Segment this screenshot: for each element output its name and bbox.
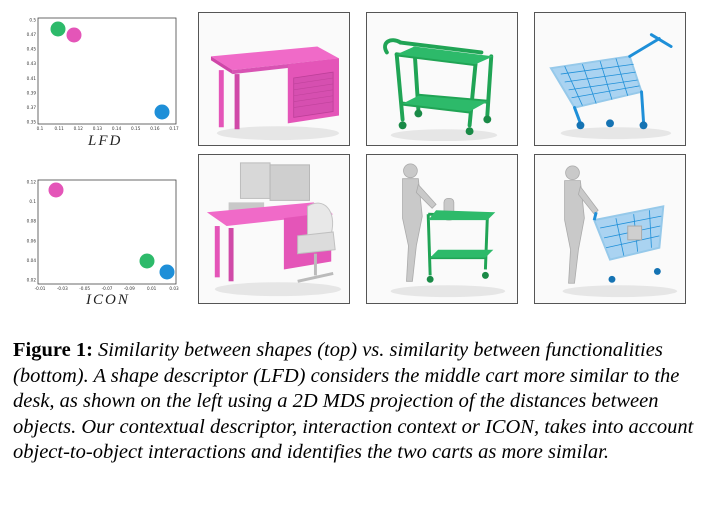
lfd-y-tick-label: 0.47 bbox=[27, 32, 37, 37]
lfd-x-tick-label: 0.1 bbox=[37, 126, 44, 131]
icon-point-shopping-cart bbox=[159, 264, 175, 280]
lfd-point-shopping-cart bbox=[154, 104, 170, 120]
lfd-x-tick-label: 0.13 bbox=[93, 126, 103, 131]
figure-caption: Figure 1: Similarity between shapes (top… bbox=[13, 338, 707, 466]
icon-y-tick-label: 0.08 bbox=[27, 219, 37, 224]
icon-x-tick-label: -0.01 bbox=[35, 286, 46, 291]
icon-y-tick-label: 0.06 bbox=[27, 238, 37, 243]
lfd-y-tick-labels: 0.5 0.47 0.45 0.43 0.41 0.39 0.37 0.35 bbox=[27, 18, 37, 125]
lfd-plot-label: LFD bbox=[88, 133, 123, 149]
icon-x-tick-label: 0.03 bbox=[169, 286, 179, 291]
image-desk-with-context bbox=[198, 154, 350, 304]
lfd-x-tick-label: 0.16 bbox=[150, 126, 160, 131]
icon-point-green-cart bbox=[139, 253, 155, 269]
lfd-y-tick-label: 0.45 bbox=[27, 47, 37, 52]
lfd-y-tick-label: 0.35 bbox=[27, 120, 37, 125]
lfd-y-tick-label: 0.41 bbox=[27, 76, 37, 81]
lfd-y-tick-label: 0.5 bbox=[29, 18, 36, 23]
lfd-y-tick-label: 0.43 bbox=[27, 61, 37, 66]
icon-y-tick-label: 0.12 bbox=[27, 180, 37, 185]
caption-body: Similarity between shapes (top) vs. simi… bbox=[13, 339, 694, 464]
lfd-x-tick-label: 0.12 bbox=[74, 126, 84, 131]
icon-x-tick-labels: -0.01 -0.03 -0.05 -0.07 -0.09 0.01 0.03 bbox=[35, 286, 179, 291]
lfd-x-tick-label: 0.14 bbox=[112, 126, 122, 131]
image-pink-desk bbox=[198, 12, 350, 146]
image-person-pushing-green-cart bbox=[366, 154, 518, 304]
icon-y-tick-label: 0.1 bbox=[29, 199, 36, 204]
lfd-x-tick-label: 0.11 bbox=[54, 126, 64, 131]
lfd-y-tick-label: 0.39 bbox=[27, 90, 37, 95]
lfd-point-desk bbox=[66, 27, 82, 43]
caption-title: Figure 1: bbox=[13, 339, 93, 361]
lfd-y-tick-label: 0.37 bbox=[27, 105, 37, 110]
image-person-pushing-shopping-cart bbox=[534, 154, 686, 304]
image-blue-shopping-cart bbox=[534, 12, 686, 146]
lfd-x-tick-label: 0.17 bbox=[169, 126, 179, 131]
icon-y-tick-labels: 0.12 0.1 0.08 0.06 0.04 0.02 bbox=[27, 180, 37, 283]
icon-plot-axes bbox=[37, 179, 177, 285]
icon-y-tick-label: 0.02 bbox=[27, 278, 37, 283]
icon-x-tick-label: -0.05 bbox=[79, 286, 90, 291]
lfd-x-tick-labels: 0.1 0.11 0.12 0.13 0.14 0.15 0.16 0.17 bbox=[37, 126, 179, 131]
icon-x-tick-label: -0.09 bbox=[124, 286, 135, 291]
lfd-point-green-cart bbox=[50, 21, 66, 37]
icon-point-desk bbox=[48, 182, 64, 198]
icon-plot-label: ICON bbox=[86, 292, 130, 308]
icon-x-tick-label: -0.07 bbox=[102, 286, 113, 291]
icon-x-tick-label: 0.01 bbox=[147, 286, 157, 291]
icon-y-tick-label: 0.04 bbox=[27, 258, 37, 263]
icon-x-tick-label: -0.03 bbox=[57, 286, 68, 291]
lfd-x-tick-label: 0.15 bbox=[131, 126, 141, 131]
image-green-cart bbox=[366, 12, 518, 146]
